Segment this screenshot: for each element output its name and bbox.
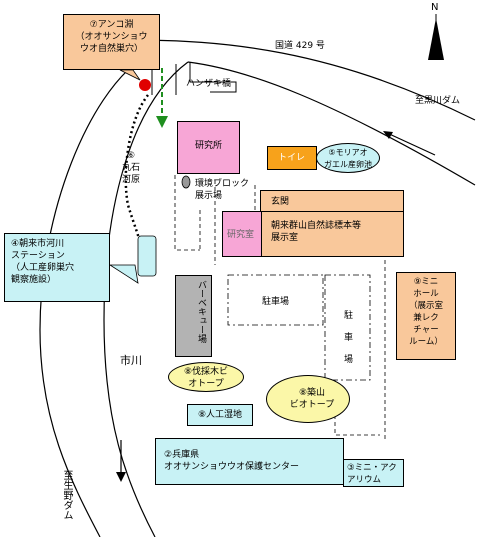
parking-2-label: 駐 車 場	[344, 311, 354, 365]
lab-building-1-label: 研究所	[195, 141, 223, 151]
parking-lot-1	[227, 274, 324, 326]
entrance-block: 玄関	[260, 190, 404, 212]
artificial-wetland: ⑧人工湿地	[187, 404, 253, 426]
logging-biotope: ⑧伐採木ビ オトープ	[168, 362, 244, 392]
parking-1-label: 駐車場	[262, 297, 290, 307]
river-station-marker	[137, 235, 157, 277]
north-label: N	[431, 2, 439, 13]
museum-block: 朝来群山自然誌標本等 展示室	[260, 211, 404, 257]
road-lower-edge	[187, 61, 476, 186]
arrow-road	[384, 131, 436, 156]
mini-hall: ⑨ミニ ホール （展示室 兼レク チャー ルーム）	[396, 272, 456, 360]
protection-center: ②兵庫県 オオサンショウウオ保護センター	[155, 438, 344, 485]
river-right-bank	[103, 61, 189, 537]
block-display-label: 環境ブロック 展示場	[195, 179, 250, 201]
lab-building-2-label: 研究室	[227, 230, 255, 240]
tsukiyama-biotope: ⑧築山 ビオトープ	[266, 375, 350, 423]
toilet-label: トイレ	[278, 153, 306, 163]
route-429-label: 国道 429 号	[275, 41, 325, 51]
moriaogaeru-pond: ⑤モリアオ ガエル産卵池	[316, 143, 380, 173]
lab-building-1: 研究所	[177, 121, 240, 174]
to-ikuno-dam-label: 至生野ダム	[61, 470, 72, 520]
lab-building-2: 研究室	[222, 211, 262, 257]
maruishi-label: ⑥ 丸石 河原	[122, 151, 141, 185]
to-kurokawa-dam-label: 至黒川ダム	[415, 96, 461, 106]
block-display-marker	[181, 175, 191, 189]
bbq-area: バーベキュー場	[175, 275, 212, 357]
access-road	[189, 62, 237, 93]
road-upper-edge	[129, 39, 476, 121]
river-label: 市川	[120, 354, 142, 367]
river-left-bank	[39, 59, 141, 537]
museum-label: 朝来群山自然誌標本等 展示室	[271, 221, 362, 243]
ankozou-marker	[139, 79, 151, 91]
toilet-building: トイレ	[267, 146, 317, 170]
hanzaki-bridge-label: ハンザキ橋	[186, 79, 232, 89]
mini-aquarium: ③ミニ・アク アリウム	[343, 459, 404, 487]
river-station-callout: ④朝来市河川 ステーション （人工産卵巣穴 観察施設）	[4, 233, 110, 302]
entrance-label: 玄関	[271, 197, 290, 207]
parking-lot-2	[324, 274, 371, 381]
ankozou-callout: ⑦アンコ淵 （オオサンショウ ウオ自然巣穴）	[63, 14, 160, 70]
